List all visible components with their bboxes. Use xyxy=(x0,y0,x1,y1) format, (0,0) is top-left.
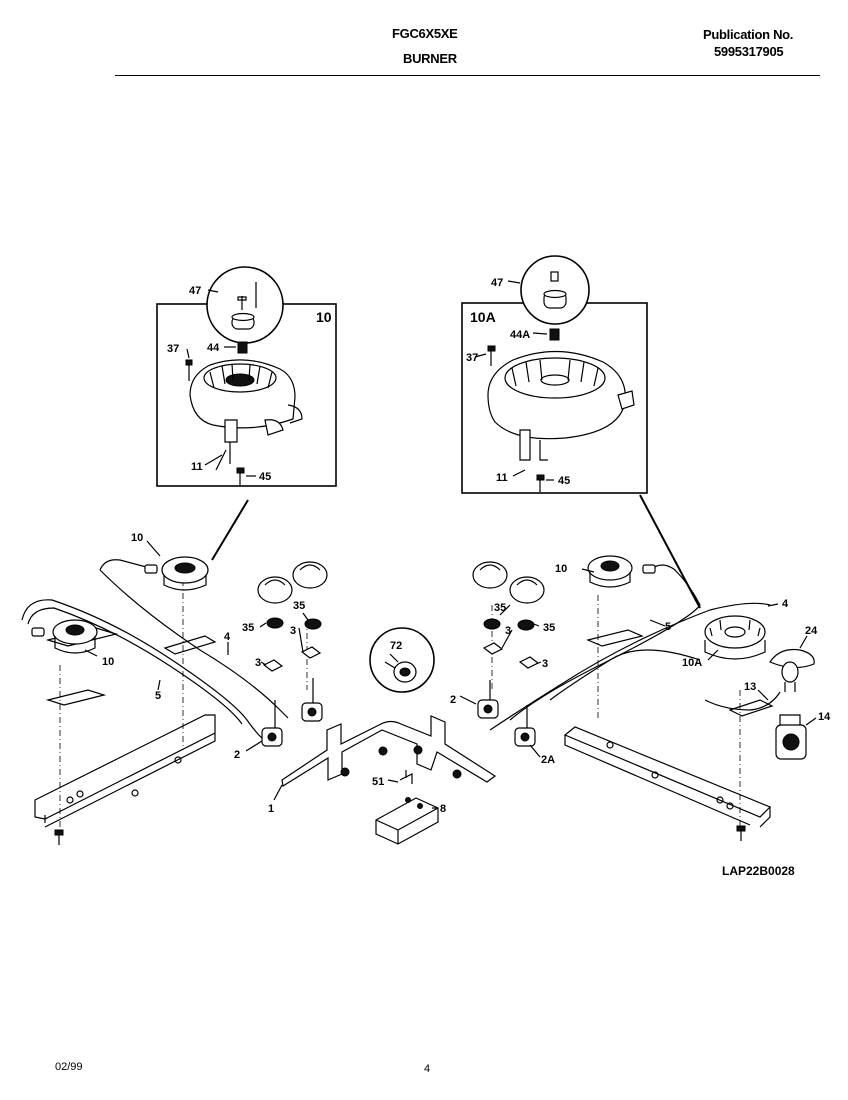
callout-37-right: 37 xyxy=(466,352,478,364)
shutoff-valve-24 xyxy=(769,648,815,692)
model-number: FGC6X5XE xyxy=(392,26,458,41)
valve-2-right-a xyxy=(477,680,499,719)
fitting-44a-right xyxy=(549,328,560,341)
magnifier-circle-left xyxy=(206,266,284,344)
bracket-11-left xyxy=(215,442,231,471)
callout-35-b: 35 xyxy=(293,600,305,612)
callout-11-left: 11 xyxy=(191,461,203,473)
callout-2-left: 2 xyxy=(234,749,240,761)
screw-45-left xyxy=(236,467,245,485)
magnifier-circle-72 xyxy=(369,627,435,693)
callout-leaders xyxy=(84,540,817,809)
callout-45-right: 45 xyxy=(558,475,570,487)
tube-5-left-outer xyxy=(21,599,263,739)
burner-base-left xyxy=(189,359,303,443)
detail-box-right-title: 10A xyxy=(470,309,496,325)
screw-37-right xyxy=(487,345,496,366)
tube-5-right xyxy=(509,564,701,721)
spark-module-8 xyxy=(375,797,439,845)
callout-37-left: 37 xyxy=(167,343,179,355)
screw-45-right xyxy=(536,474,545,492)
knob-left-b xyxy=(292,561,328,630)
leader-box-right xyxy=(639,494,701,609)
burner-head-left-front xyxy=(31,619,98,654)
screw-37-left xyxy=(185,359,193,381)
fitting-44-left xyxy=(237,341,248,354)
tube-4-right xyxy=(489,602,771,731)
callout-5-left: 5 xyxy=(155,690,161,702)
clip-3-b xyxy=(262,659,284,672)
valve-2-left-a xyxy=(261,700,283,747)
callout-2-right: 2 xyxy=(450,694,456,706)
screw-51 xyxy=(399,770,413,784)
callout-35-a: 35 xyxy=(242,622,254,634)
burner-cap-left xyxy=(231,282,257,330)
burner-cap-right xyxy=(543,271,567,309)
callout-8: 8 xyxy=(440,803,446,815)
callout-47-left: 47 xyxy=(189,285,201,297)
header-rule xyxy=(115,75,820,76)
manifold-pipe-1 xyxy=(281,715,497,787)
regulator-14 xyxy=(775,714,807,760)
tube-4-left xyxy=(99,559,289,719)
clip-3-d xyxy=(518,656,540,669)
callout-2a: 2A xyxy=(541,754,555,766)
callout-10-left-front: 10 xyxy=(102,656,114,668)
knob-right-a xyxy=(472,561,508,630)
burner-head-right-front-10a xyxy=(704,615,766,660)
screw-tray-left xyxy=(54,829,64,845)
callout-11-right: 11 xyxy=(496,472,508,484)
callout-3-a: 3 xyxy=(255,657,261,669)
callout-45-left: 45 xyxy=(259,471,271,483)
publication-label: Publication No. xyxy=(703,27,794,42)
callout-24: 24 xyxy=(805,625,818,637)
section-title: BURNER xyxy=(403,51,457,66)
knob-left-a xyxy=(257,576,293,629)
detail-box-left-title: 10 xyxy=(316,309,332,325)
callout-3-c: 3 xyxy=(505,625,511,637)
callout-10a-right-front: 10A xyxy=(682,657,702,669)
callout-35-c: 35 xyxy=(494,602,506,614)
callout-3-b: 3 xyxy=(290,625,296,637)
callout-13: 13 xyxy=(744,681,756,693)
callout-44-left: 44 xyxy=(207,342,220,354)
page-number: 4 xyxy=(424,1063,431,1075)
callout-1: 1 xyxy=(268,803,274,815)
burner-tray-left xyxy=(34,627,217,828)
tube-13 xyxy=(549,649,781,711)
valve-2a-right-b xyxy=(514,705,536,747)
valve-2-left-b xyxy=(301,678,323,722)
callout-4-left: 4 xyxy=(224,631,231,643)
callout-5-right: 5 xyxy=(665,621,671,633)
callout-44a-right: 44A xyxy=(510,329,530,341)
clip-3-c xyxy=(482,642,504,655)
orifice-72 xyxy=(384,653,417,683)
callout-72: 72 xyxy=(390,640,402,652)
leader-box-left xyxy=(211,499,249,561)
burner-head-left-rear xyxy=(144,556,209,591)
callout-10-left-rear: 10 xyxy=(131,532,143,544)
publication-number: 5995317905 xyxy=(714,44,784,59)
screw-tray-right xyxy=(736,825,746,841)
callout-35-d: 35 xyxy=(543,622,555,634)
callout-3-d: 3 xyxy=(542,658,548,670)
tube-5-left-inner xyxy=(27,607,243,725)
callout-10-right-rear: 10 xyxy=(555,563,567,575)
knob-right-b xyxy=(509,576,545,631)
callout-14: 14 xyxy=(818,711,831,723)
callout-47-right: 47 xyxy=(491,277,503,289)
burner-tray-right xyxy=(563,629,774,828)
clip-3-a xyxy=(300,646,322,659)
burner-head-right-rear xyxy=(587,555,656,588)
callout-4-right: 4 xyxy=(782,598,789,610)
diagram-code: LAP22B0028 xyxy=(722,864,795,878)
callout-51: 51 xyxy=(372,776,384,788)
footer-date: 02/99 xyxy=(55,1061,83,1073)
burner-base-right xyxy=(487,350,635,461)
